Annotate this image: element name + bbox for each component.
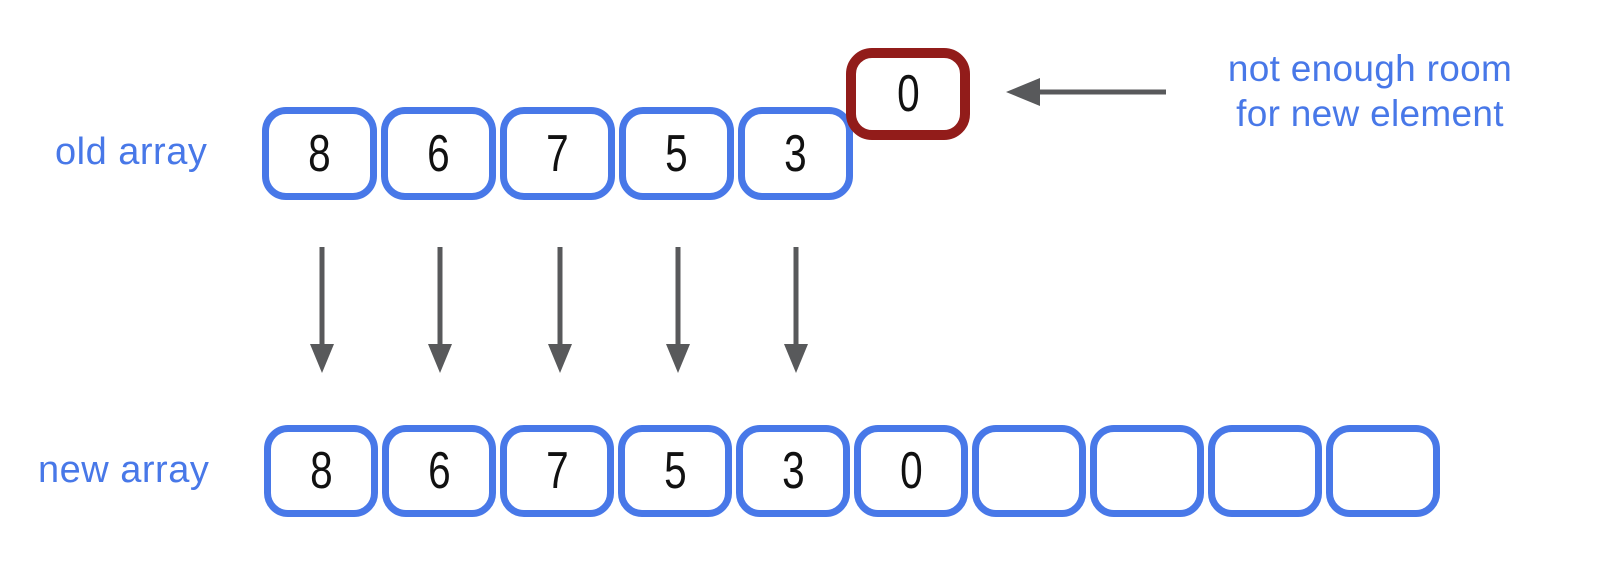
new-array-cell: 0 [854, 425, 968, 517]
new-array-cell: 8 [264, 425, 378, 517]
copy-arrow-icon [548, 247, 572, 373]
annotation-text: not enough room for new element [1195, 46, 1545, 136]
cell-value: 3 [784, 124, 807, 183]
copy-arrow-icon [428, 247, 452, 373]
cell-value: 8 [309, 442, 333, 500]
new-array-cell-empty [1208, 425, 1322, 517]
new-array-label: new array [38, 449, 210, 491]
new-array-cell-empty [1090, 425, 1204, 517]
old-array-cell: 6 [381, 107, 496, 200]
old-array-cell: 8 [262, 107, 377, 200]
cell-value: 3 [781, 442, 805, 500]
old-array-label: old array [55, 131, 208, 173]
old-array-row: 8 6 7 5 3 [262, 107, 853, 200]
new-array-cell: 6 [382, 425, 496, 517]
copy-arrow-icon [784, 247, 808, 373]
cell-value: 6 [427, 124, 450, 183]
overflow-element-value: 0 [896, 65, 920, 123]
copy-arrow-icon [310, 247, 334, 373]
old-array-cell: 5 [619, 107, 734, 200]
cell-value: 7 [546, 124, 569, 183]
cell-value: 8 [308, 124, 331, 183]
cell-value: 5 [665, 124, 688, 183]
copy-arrow-icon [666, 247, 690, 373]
old-array-cell: 7 [500, 107, 615, 200]
new-array-row: 8 6 7 5 3 0 [264, 425, 1440, 517]
new-array-cell: 5 [618, 425, 732, 517]
new-array-cell: 7 [500, 425, 614, 517]
old-array-cell: 3 [738, 107, 853, 200]
annotation-line2: for new element [1236, 93, 1504, 134]
new-array-cell-empty [972, 425, 1086, 517]
cell-value: 7 [545, 442, 569, 500]
new-array-cell: 3 [736, 425, 850, 517]
cell-value: 5 [663, 442, 687, 500]
pointer-arrow-icon [1006, 78, 1166, 106]
new-array-cell-empty [1326, 425, 1440, 517]
annotation-line1: not enough room [1227, 48, 1513, 89]
cell-value: 0 [899, 442, 923, 500]
overflow-element-box: 0 [846, 48, 970, 140]
cell-value: 6 [427, 442, 451, 500]
